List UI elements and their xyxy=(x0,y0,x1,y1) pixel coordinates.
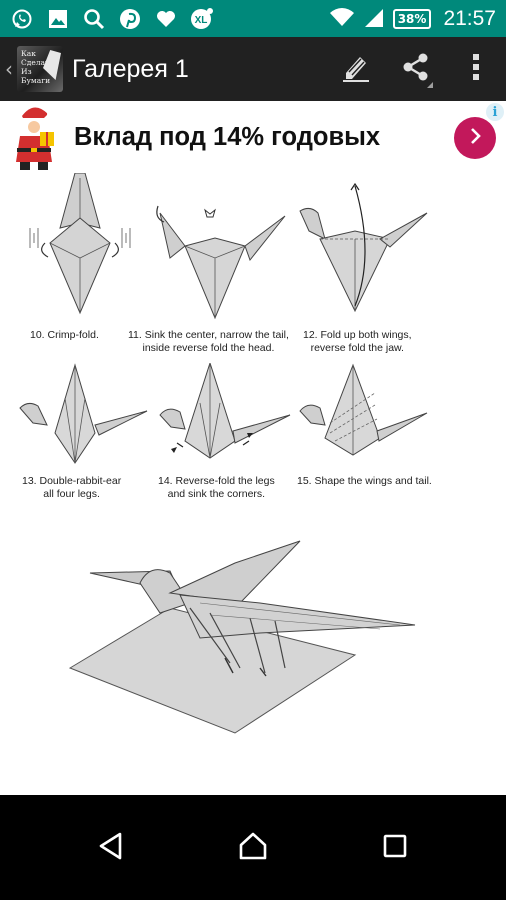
overflow-menu-button[interactable] xyxy=(446,37,506,101)
share-button[interactable] xyxy=(386,37,446,101)
status-bar: XL 38% 21:57 xyxy=(0,0,506,37)
xl-icon: XL xyxy=(190,7,214,31)
step-11-diagram xyxy=(156,205,286,320)
step-13-caption: 13. Double-rabbit-ear all four legs. xyxy=(22,475,122,500)
ad-open-button[interactable] xyxy=(454,117,496,159)
step-12-diagram xyxy=(299,182,428,313)
step-10-diagram xyxy=(29,173,131,315)
home-button[interactable] xyxy=(218,813,288,883)
ad-info-icon[interactable]: i xyxy=(486,103,504,121)
whatsapp-icon xyxy=(10,7,34,31)
signal-icon xyxy=(363,6,385,32)
recents-square-icon xyxy=(382,833,408,863)
app-logo[interactable]: Как Сделать Из Бумаги xyxy=(17,46,63,92)
santa-image xyxy=(16,107,54,170)
clock: 21:57 xyxy=(443,6,496,30)
step-14-caption: 14. Reverse-fold the legs and sink the c… xyxy=(158,475,275,500)
gallery-image[interactable]: 10. Crimp-fold. 11. Sink the center, nar… xyxy=(0,173,506,795)
recents-button[interactable] xyxy=(360,813,430,883)
back-button[interactable] xyxy=(76,813,146,883)
step-15-caption: 15. Shape the wings and tail. xyxy=(297,475,432,487)
step-11-caption: 11. Sink the center, narrow the tail, in… xyxy=(128,329,289,354)
step-13-diagram xyxy=(19,363,148,464)
up-chevron-icon[interactable]: ‹ xyxy=(5,57,13,81)
battery-indicator: 38% xyxy=(392,8,432,29)
app-logo-text: Как Сделать Из Бумаги xyxy=(21,49,54,85)
step-10-caption: 10. Crimp-fold. xyxy=(30,329,99,341)
overflow-icon xyxy=(472,52,480,86)
share-icon xyxy=(401,52,431,86)
notification-icons: XL xyxy=(0,7,214,31)
back-triangle-icon xyxy=(96,831,126,865)
ad-banner[interactable]: Вклад под 14% годовых i xyxy=(0,101,506,173)
search-icon xyxy=(82,7,106,31)
chevron-right-icon xyxy=(466,127,484,149)
home-icon xyxy=(237,830,269,866)
ad-text[interactable]: Вклад под 14% годовых xyxy=(74,122,381,151)
edit-icon xyxy=(340,51,372,87)
navigation-bar xyxy=(0,795,506,900)
heart-icon xyxy=(154,7,178,31)
wifi-icon xyxy=(329,7,355,31)
finished-dragon-diagram xyxy=(68,540,416,734)
system-status: 38% 21:57 xyxy=(329,6,506,32)
app-bar-actions xyxy=(326,37,506,101)
edit-button[interactable] xyxy=(326,37,386,101)
app-bar: ‹ Как Сделать Из Бумаги Галерея 1 xyxy=(0,37,506,101)
xl-label: XL xyxy=(195,15,208,26)
step-12-caption: 12. Fold up both wings, reverse fold the… xyxy=(303,329,412,354)
step-14-diagram xyxy=(159,363,291,459)
gallery-icon xyxy=(46,7,70,31)
pinterest-icon xyxy=(118,7,142,31)
share-menu-indicator xyxy=(427,82,433,88)
page-title: Галерея 1 xyxy=(72,54,189,83)
step-15-diagram xyxy=(299,363,428,456)
